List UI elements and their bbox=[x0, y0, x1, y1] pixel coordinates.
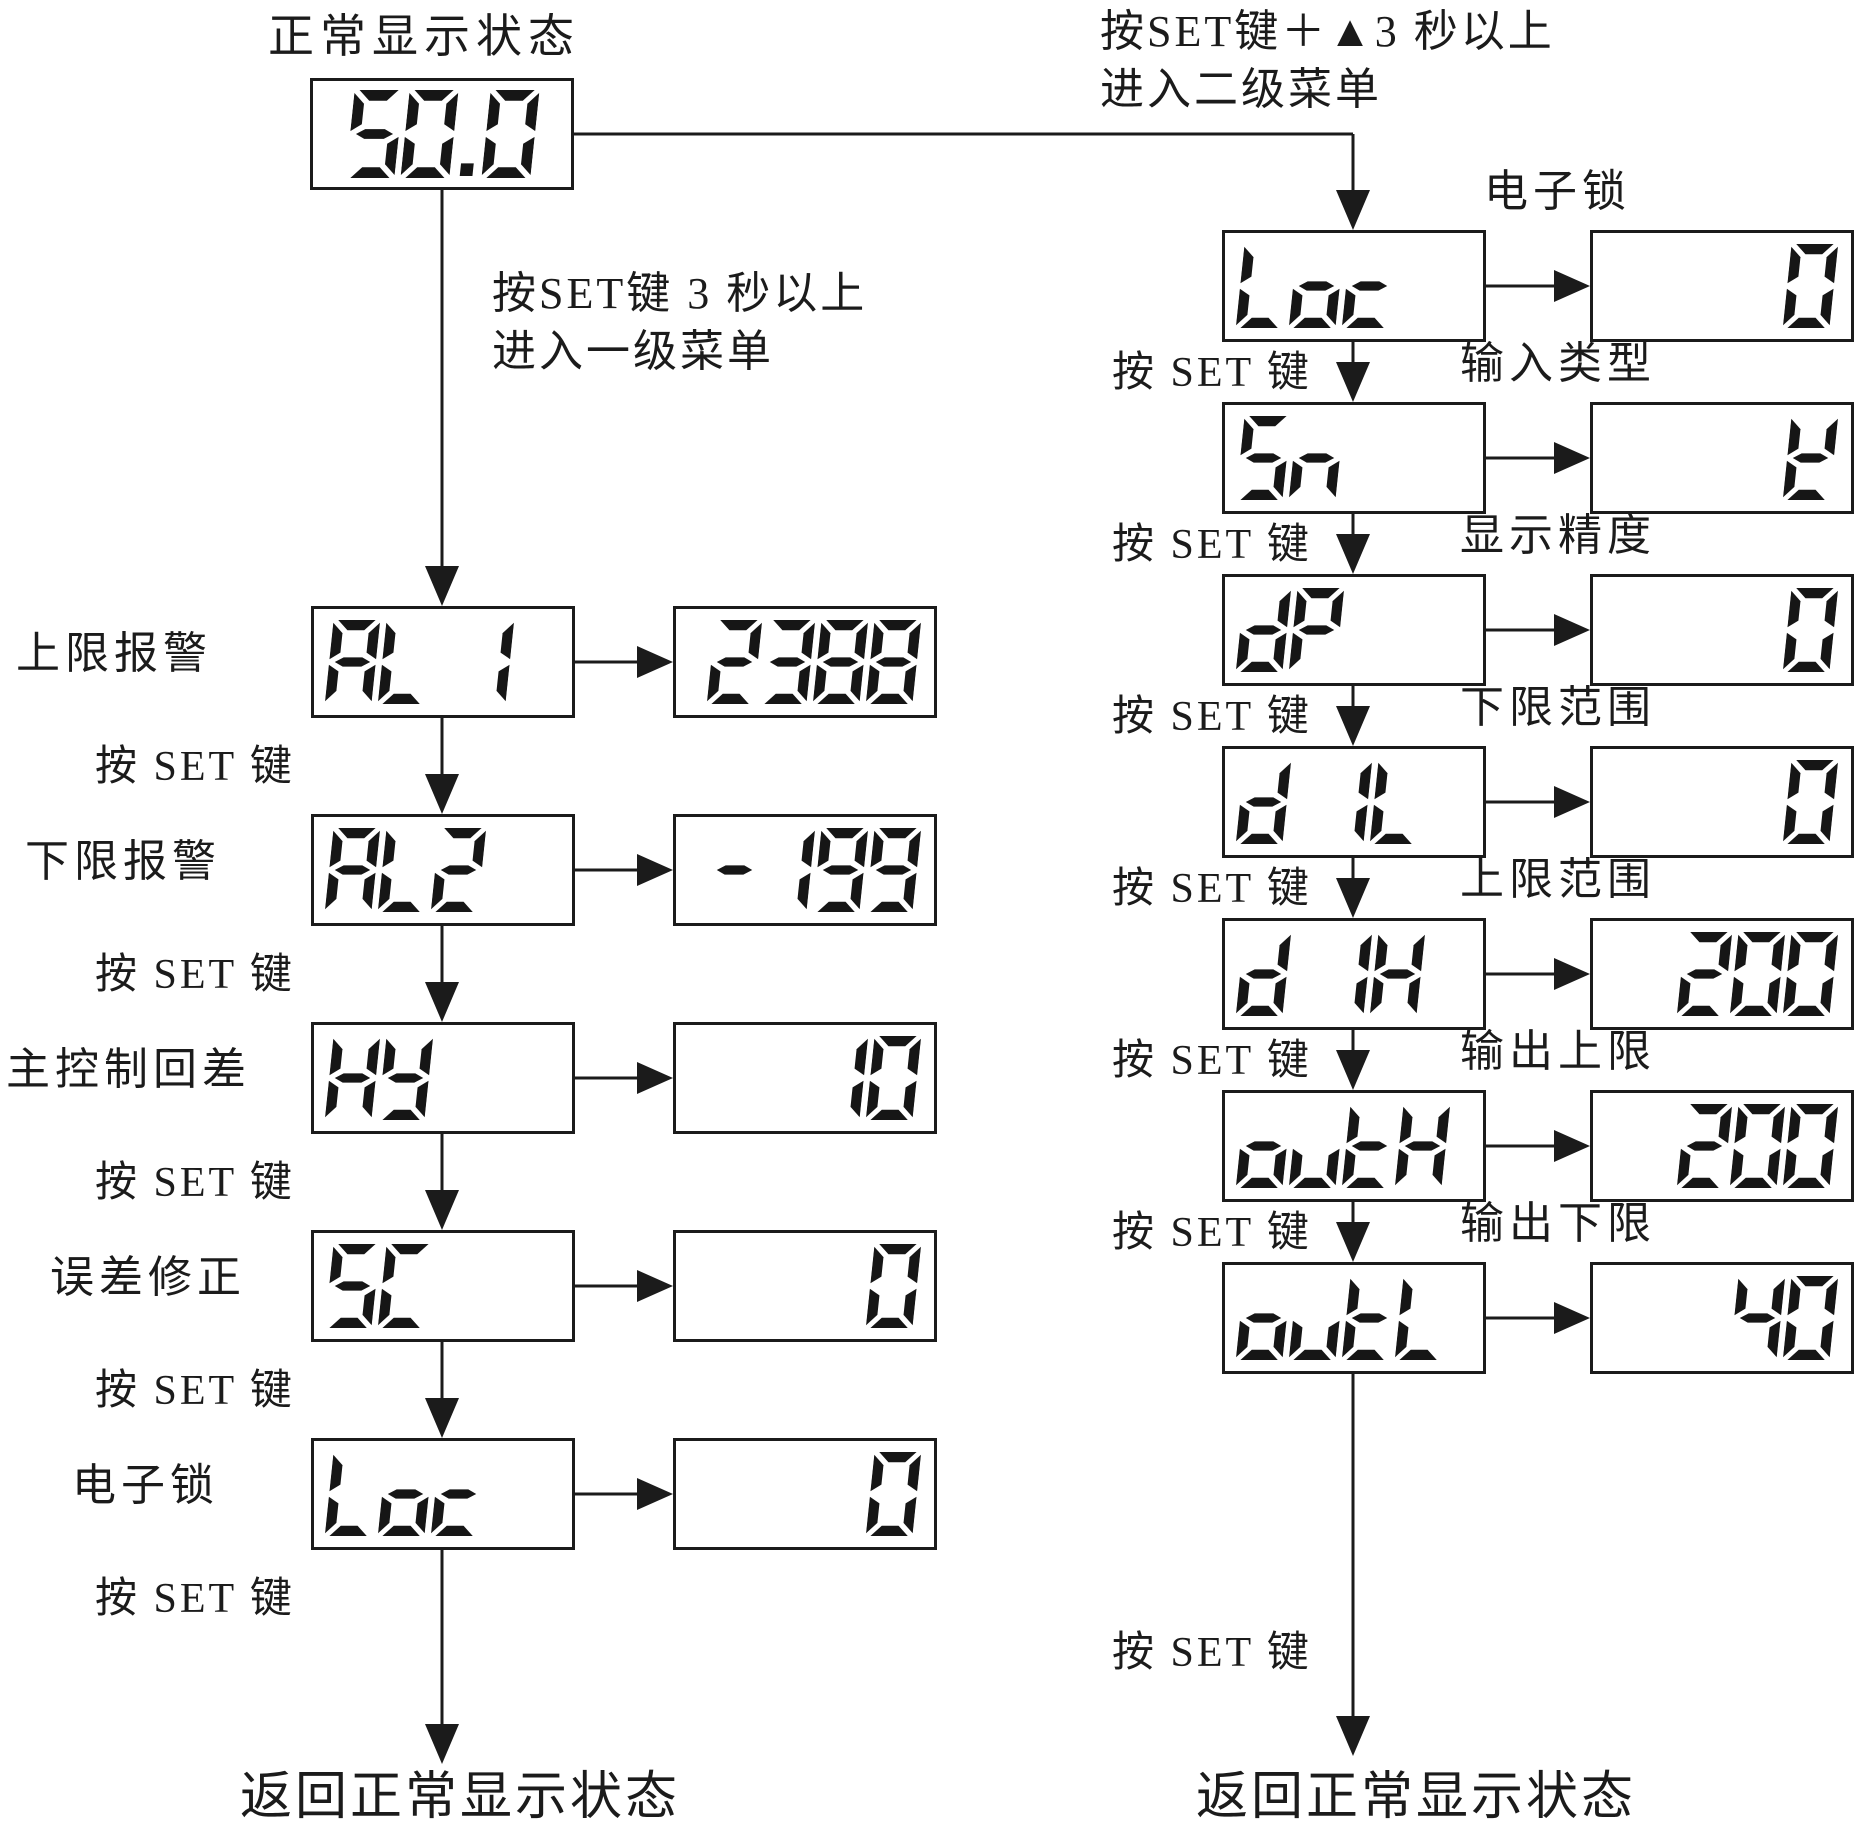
normal-display-box bbox=[310, 78, 574, 190]
return-normal-state-left: 返回正常显示状态 bbox=[240, 1769, 681, 1826]
press-set-label-l1-3: 按 SET 键 bbox=[95, 1368, 295, 1414]
value-display-outh-l2 bbox=[1674, 1104, 1842, 1188]
param-box-sn-l2 bbox=[1222, 402, 1486, 514]
seven-segment-display-normal bbox=[342, 90, 542, 178]
press-set-label-l1-1: 按 SET 键 bbox=[95, 952, 295, 998]
value-display-al1-l1 bbox=[704, 620, 925, 704]
param-display-sn-l2 bbox=[1233, 416, 1348, 500]
value-box-outl-l2 bbox=[1590, 1262, 1854, 1374]
param-name-label-loc-l1: 电子锁 bbox=[72, 1461, 219, 1510]
param-box-dih-l2 bbox=[1222, 918, 1486, 1030]
press-set-label-l2-2: 按 SET 键 bbox=[1112, 694, 1312, 740]
param-display-hy-l1 bbox=[322, 1036, 437, 1120]
param-box-sc-l1 bbox=[311, 1230, 575, 1342]
value-box-dp-l2 bbox=[1590, 574, 1854, 686]
enter-level2-instruction-line1: 按SET键＋▲3 秒以上 bbox=[1100, 7, 1555, 56]
param-display-dih-l2 bbox=[1233, 932, 1429, 1016]
param-box-loc-l1 bbox=[311, 1438, 575, 1550]
press-set-label-l2-0: 按 SET 键 bbox=[1112, 350, 1312, 396]
return-normal-state-right: 返回正常显示状态 bbox=[1196, 1769, 1637, 1826]
param-name-label-al1-l1: 上限报警 bbox=[16, 629, 212, 678]
param-box-al1-l1 bbox=[311, 606, 575, 718]
press-set-label-l2-6: 按 SET 键 bbox=[1112, 1630, 1312, 1676]
value-box-dil-l2 bbox=[1590, 746, 1854, 858]
param-box-loc-l2 bbox=[1222, 230, 1486, 342]
param-name-label-sn-l2: 输入类型 bbox=[1460, 339, 1656, 388]
value-display-loc-l2 bbox=[1780, 244, 1842, 328]
value-box-sn-l2 bbox=[1590, 402, 1854, 514]
param-name-label-outl-l2: 输出下限 bbox=[1460, 1199, 1656, 1248]
enter-level1-instruction-line2: 进入一级菜单 bbox=[492, 327, 774, 376]
value-box-dih-l2 bbox=[1590, 918, 1854, 1030]
normal-state-title: 正常显示状态 bbox=[268, 11, 580, 62]
value-box-outh-l2 bbox=[1590, 1090, 1854, 1202]
param-name-label-hy-l1: 主控制回差 bbox=[6, 1045, 251, 1094]
param-name-label-dih-l2: 上限范围 bbox=[1460, 855, 1656, 904]
param-display-outl-l2 bbox=[1233, 1276, 1454, 1360]
param-display-loc-l2 bbox=[1233, 244, 1401, 328]
value-box-loc-l2 bbox=[1590, 230, 1854, 342]
param-name-label-dp-l2: 显示精度 bbox=[1460, 511, 1656, 560]
value-display-dil-l2 bbox=[1780, 760, 1842, 844]
param-box-outl-l2 bbox=[1222, 1262, 1486, 1374]
param-display-al1-l1 bbox=[322, 620, 518, 704]
enter-level2-instruction-line2: 进入二级菜单 bbox=[1100, 65, 1382, 114]
param-display-loc-l1 bbox=[322, 1452, 490, 1536]
press-set-label-l2-1: 按 SET 键 bbox=[1112, 522, 1312, 568]
press-set-label-l2-3: 按 SET 键 bbox=[1112, 866, 1312, 912]
param-name-label-sc-l1: 误差修正 bbox=[50, 1253, 246, 1302]
value-display-dih-l2 bbox=[1674, 932, 1842, 1016]
param-box-al2-l1 bbox=[311, 814, 575, 926]
press-set-label-l1-0: 按 SET 键 bbox=[95, 744, 295, 790]
param-display-al2-l1 bbox=[322, 828, 490, 912]
value-display-sc-l1 bbox=[863, 1244, 925, 1328]
value-display-sn-l2 bbox=[1780, 416, 1842, 500]
value-display-loc-l1 bbox=[863, 1452, 925, 1536]
param-display-dp-l2 bbox=[1233, 588, 1348, 672]
param-name-label-dil-l2: 下限范围 bbox=[1460, 683, 1656, 732]
value-display-hy-l1 bbox=[810, 1036, 925, 1120]
param-display-sc-l1 bbox=[322, 1244, 437, 1328]
value-box-al2-l1 bbox=[673, 814, 937, 926]
press-set-label-l2-4: 按 SET 键 bbox=[1112, 1038, 1312, 1084]
value-box-sc-l1 bbox=[673, 1230, 937, 1342]
param-display-dil-l2 bbox=[1233, 760, 1429, 844]
param-name-label-loc-l2: 电子锁 bbox=[1484, 167, 1631, 216]
param-box-hy-l1 bbox=[311, 1022, 575, 1134]
value-display-outl-l2 bbox=[1727, 1276, 1842, 1360]
press-set-label-l1-4: 按 SET 键 bbox=[95, 1576, 295, 1622]
value-box-hy-l1 bbox=[673, 1022, 937, 1134]
param-box-outh-l2 bbox=[1222, 1090, 1486, 1202]
value-box-al1-l1 bbox=[673, 606, 937, 718]
param-box-dil-l2 bbox=[1222, 746, 1486, 858]
value-display-dp-l2 bbox=[1780, 588, 1842, 672]
press-set-label-l1-2: 按 SET 键 bbox=[95, 1160, 295, 1206]
press-set-label-l2-5: 按 SET 键 bbox=[1112, 1210, 1312, 1256]
value-box-loc-l1 bbox=[673, 1438, 937, 1550]
param-name-label-outh-l2: 输出上限 bbox=[1460, 1027, 1656, 1076]
param-display-outh-l2 bbox=[1233, 1104, 1454, 1188]
param-name-label-al2-l1: 下限报警 bbox=[25, 837, 221, 886]
param-box-dp-l2 bbox=[1222, 574, 1486, 686]
enter-level1-instruction-line1: 按SET键 3 秒以上 bbox=[492, 269, 868, 318]
value-display-al2-l1 bbox=[704, 828, 925, 912]
